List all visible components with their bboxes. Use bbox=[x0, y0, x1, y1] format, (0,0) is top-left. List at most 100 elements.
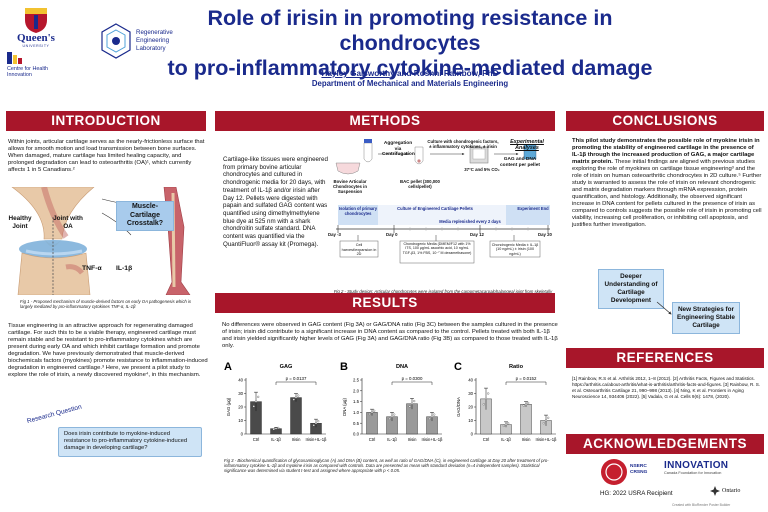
chi-line2: Innovation bbox=[7, 72, 32, 78]
y-tick-label: 30 bbox=[238, 391, 243, 396]
data-point bbox=[487, 392, 490, 395]
innovation-logo: INNOVATION Canada Foundation for Innovat… bbox=[664, 460, 756, 482]
chart-title: DNA bbox=[396, 364, 408, 370]
conclusions-header: CONCLUSIONS bbox=[566, 111, 764, 131]
intro-paragraph-2: Tissue engineering is an attractive appr… bbox=[8, 323, 208, 378]
figure-1: Healthy Joint Joint with OA Muscle-Carti… bbox=[6, 186, 206, 296]
queens-logo: Queen's UNIVERSITY bbox=[6, 6, 66, 48]
timeline-isolation: Isolation of primary chondrocytes bbox=[339, 206, 377, 216]
fig-label-tnf: TNF-α bbox=[82, 265, 102, 272]
timeline-culture: Culture of Engineered Cartilage Pellets bbox=[397, 206, 473, 211]
day-label-2: Day 0 bbox=[386, 232, 398, 237]
y-tick-label: 0.5 bbox=[353, 421, 360, 426]
y-tick-label: 20 bbox=[468, 405, 473, 410]
data-point bbox=[408, 405, 411, 408]
panel-letter: C bbox=[454, 361, 462, 373]
nserc-logo: NSERC CRSNG bbox=[600, 458, 647, 486]
y-tick-label: 10 bbox=[468, 418, 473, 423]
intro-header: INTRODUCTION bbox=[6, 111, 206, 131]
data-point bbox=[370, 411, 374, 414]
data-point bbox=[393, 413, 396, 416]
data-point bbox=[390, 415, 394, 418]
x-tick-label-0: Ctrl bbox=[253, 437, 260, 442]
step-incubation: 37°C and 5% CO₂ bbox=[464, 167, 500, 172]
y-tick-label: 30 bbox=[468, 391, 473, 396]
author-2: and Roshni Rainbow, PhD bbox=[394, 69, 499, 78]
data-point bbox=[507, 422, 510, 425]
chart-title: Ratio bbox=[509, 364, 524, 370]
joint-illustration bbox=[11, 186, 191, 296]
methods-header: METHODS bbox=[215, 111, 555, 131]
data-point bbox=[292, 398, 295, 401]
data-point bbox=[314, 422, 318, 425]
data-point bbox=[274, 427, 278, 430]
conclusion-box-understanding: Deeper Understanding of Cartilage Develo… bbox=[598, 269, 664, 309]
nserc-icon bbox=[601, 459, 627, 485]
title-line-2: to pro-inflammatory cytokine-mediated da… bbox=[167, 56, 653, 80]
data-point bbox=[254, 400, 258, 403]
ontario-trillium-icon bbox=[710, 486, 720, 496]
y-tick-label: 0 bbox=[471, 432, 474, 437]
study-design-diagram bbox=[335, 139, 550, 264]
x-tick-label-1: IL-1β bbox=[501, 437, 511, 442]
step-bovine: Bovine Articular Chondrocytes in Suspens… bbox=[333, 179, 367, 194]
step-bac: BAC pellet (300,000 cells/pellet) bbox=[400, 179, 440, 189]
chi-logo-icon bbox=[7, 52, 22, 64]
figure-2: Aggregation via Centrifugation Culture w… bbox=[328, 137, 556, 289]
references-header: REFERENCES bbox=[566, 348, 764, 368]
conclusions-text: This pilot study demonstrates the possib… bbox=[572, 138, 762, 229]
data-point bbox=[388, 417, 391, 420]
day-label-1: Day -3 bbox=[328, 232, 341, 237]
bar-2 bbox=[290, 397, 302, 435]
data-point bbox=[297, 394, 300, 397]
data-point bbox=[257, 395, 260, 398]
rel-logo: Regenerative Engineering Laboratory bbox=[100, 23, 190, 59]
box-harvest: Cell harvest/expansion in 2D bbox=[341, 243, 377, 257]
data-point bbox=[544, 419, 548, 422]
poster-title: Role of irisin in promoting resistance i… bbox=[150, 6, 670, 81]
acknowledgements-header: ACKNOWLEDGEMENTS bbox=[566, 434, 764, 454]
data-point bbox=[504, 423, 508, 426]
innovation-text: INNOVATION bbox=[664, 460, 729, 471]
data-point bbox=[428, 417, 431, 420]
y-tick-label: 20 bbox=[238, 405, 243, 410]
rel-line3: Laboratory bbox=[136, 45, 166, 52]
bar-2 bbox=[520, 404, 532, 435]
data-point bbox=[522, 404, 525, 407]
results-text: No differences were observed in GAG cont… bbox=[222, 322, 558, 349]
x-tick-label-1: IL-1β bbox=[271, 437, 281, 442]
data-point bbox=[542, 422, 545, 425]
y-tick-label: 2.5 bbox=[353, 378, 360, 383]
y-axis-label: GAG (µg) bbox=[226, 397, 231, 416]
fig3-caption: Fig 3 - Biochemical quantification of gl… bbox=[224, 458, 549, 474]
queens-sub: UNIVERSITY bbox=[22, 44, 50, 48]
rel-hexagon-icon bbox=[101, 23, 131, 59]
data-point bbox=[433, 413, 436, 416]
title-line-1: Role of irisin in promoting resistance i… bbox=[207, 6, 613, 55]
significance-label: p = 0.0137 bbox=[286, 376, 307, 381]
x-tick-label-2: Irisin bbox=[292, 437, 302, 442]
innovation-sub: Canada Foundation for Innovation bbox=[664, 471, 722, 475]
data-point bbox=[294, 396, 298, 399]
step-aggregation: Aggregation via Centrifugation bbox=[382, 141, 415, 158]
ontario-logo: Ontario bbox=[710, 486, 754, 498]
step-analyses: Experimental Analyses bbox=[510, 139, 544, 151]
x-tick-label-3: Irisin+IL-1β bbox=[306, 437, 328, 442]
y-tick-label: 0 bbox=[241, 432, 244, 437]
nserc-text: NSERC CRSNG bbox=[630, 464, 648, 475]
conclusions-lead: This pilot study demonstrates the possib… bbox=[572, 138, 760, 165]
panel-letter: B bbox=[340, 361, 348, 373]
hg-recipient: HG: 2022 USRA Recipient bbox=[600, 490, 673, 497]
x-tick-label-0: Ctrl bbox=[369, 437, 376, 442]
significance-label: p = 0.0152 bbox=[516, 376, 537, 381]
queens-wordmark: Queen's bbox=[17, 32, 55, 44]
x-tick-label-2: Irisin bbox=[408, 437, 418, 442]
data-point bbox=[312, 424, 315, 427]
data-point bbox=[272, 428, 275, 431]
timeline-end: Experiment End bbox=[517, 206, 549, 211]
data-point bbox=[502, 424, 505, 427]
data-point bbox=[524, 403, 528, 406]
